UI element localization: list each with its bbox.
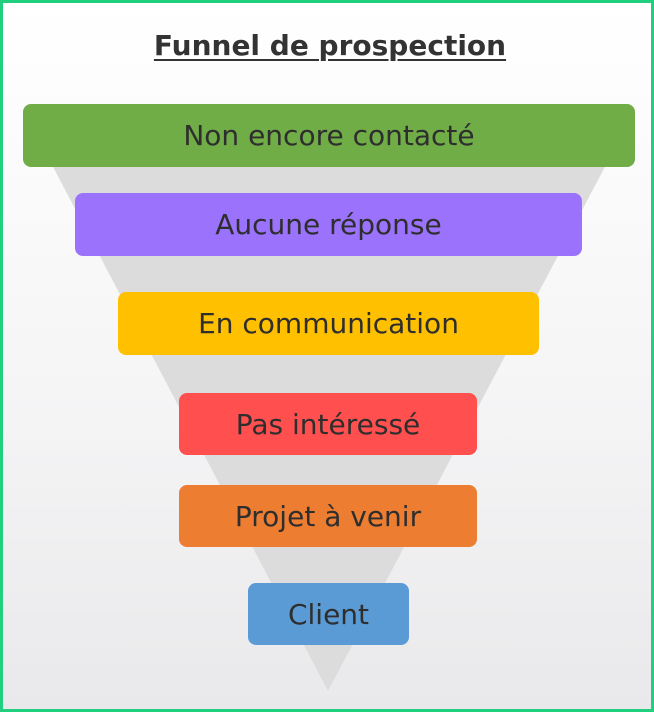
funnel-stage-projet-a-venir: Projet à venir <box>179 485 477 547</box>
funnel-stage-non-encore-contacte: Non encore contacté <box>23 104 635 167</box>
funnel-stage-aucune-reponse: Aucune réponse <box>75 193 582 256</box>
diagram-title: Funnel de prospection <box>153 29 507 62</box>
stage-label: Pas intéressé <box>235 407 421 441</box>
funnel-stage-pas-interesse: Pas intéressé <box>179 393 477 455</box>
stage-label: Aucune réponse <box>215 208 442 241</box>
stage-label: Client <box>287 597 370 631</box>
stage-label: Non encore contacté <box>183 119 475 152</box>
funnel-stage-client: Client <box>248 583 409 645</box>
funnel-stage-en-communication: En communication <box>118 292 539 355</box>
stage-label: En communication <box>198 307 459 340</box>
stage-label: Projet à venir <box>234 499 422 533</box>
